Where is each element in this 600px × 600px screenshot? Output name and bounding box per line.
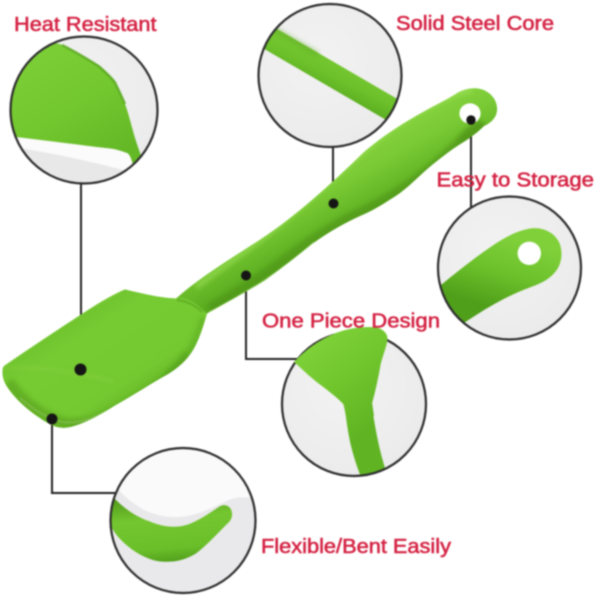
svg-text:Solid Steel Core: Solid Steel Core xyxy=(396,13,554,35)
svg-text:Easy to Storage: Easy to Storage xyxy=(437,170,595,192)
svg-text:One Piece Design: One Piece Design xyxy=(262,311,440,333)
svg-text:Flexible/Bent Easily: Flexible/Bent Easily xyxy=(261,536,451,558)
svg-text:Heat Resistant: Heat Resistant xyxy=(14,14,157,36)
